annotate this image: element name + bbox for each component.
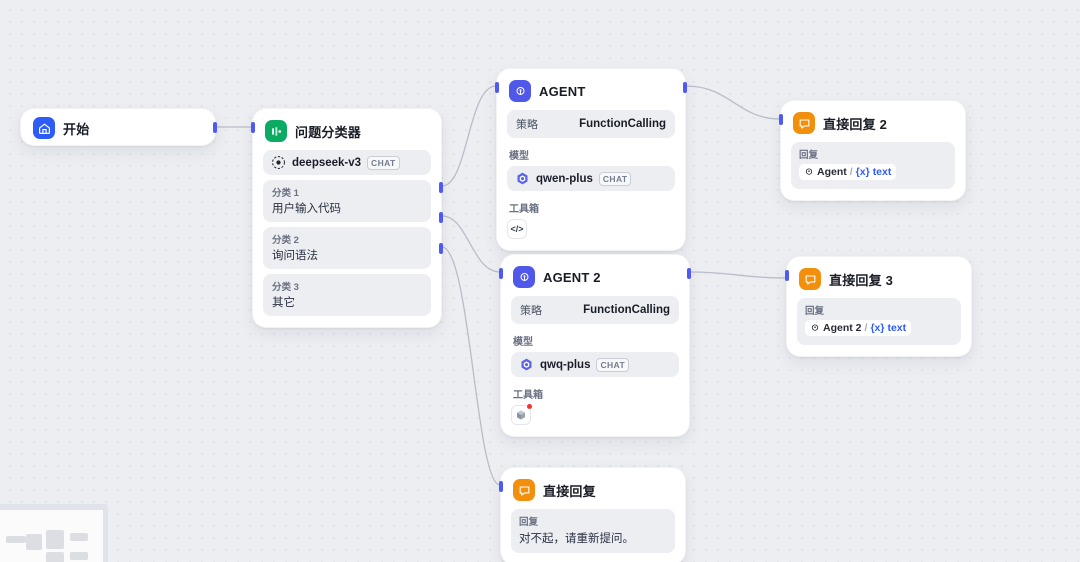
answer-3-variable-chip[interactable]: Agent 2 / {x} text (805, 320, 912, 336)
agent-2-model-name: qwq-plus (540, 358, 591, 371)
agent-1-tools-label: 工具箱 (509, 204, 539, 215)
workflow-minimap[interactable] (0, 504, 108, 562)
node-start[interactable]: 开始 (20, 108, 217, 146)
agent-1-input-handle[interactable] (495, 82, 499, 93)
cube-icon (517, 410, 525, 420)
class-1-value: 用户输入代码 (272, 203, 341, 215)
node-question-classifier[interactable]: 问题分类器 deepseek-v3 CHAT 分类 1 用户输入代码 分类 2 … (251, 108, 443, 328)
node-agent-1-title: AGENT (539, 83, 586, 99)
code-icon-glyph: </> (510, 224, 524, 234)
agent-2-strategy-value: FunctionCalling (583, 304, 670, 316)
agent-2-input-handle[interactable] (499, 268, 503, 279)
answer-2-input-handle[interactable] (779, 114, 783, 125)
answer-icon (799, 268, 821, 290)
node-answer-1-title: 直接回复 (543, 483, 596, 499)
answer-3-var-sep: / (864, 322, 868, 334)
deepseek-icon (272, 156, 285, 169)
answer-icon (513, 479, 535, 501)
agent-icon (509, 80, 531, 102)
agent-1-strategy-row[interactable]: 策略 FunctionCalling (507, 110, 675, 138)
agent-2-model-row[interactable]: qwq-plus CHAT (511, 352, 679, 377)
question-classifier-icon (265, 120, 287, 142)
node-answer-3[interactable]: 直接回复 3 回复 Agent 2 / {x} text (785, 256, 972, 357)
node-start-title: 开始 (63, 121, 90, 137)
agent-1-model-row[interactable]: qwen-plus CHAT (507, 166, 675, 191)
agent-icon (513, 266, 535, 288)
agent-1-model-name: qwen-plus (536, 172, 593, 185)
answer-1-reply-box[interactable]: 回复 对不起，请重新提问。 (511, 509, 675, 553)
node-agent-2-title: AGENT 2 (543, 269, 601, 285)
home-icon (33, 117, 55, 139)
agent-2-strategy-label: 策略 (520, 305, 542, 317)
answer-3-reply-label: 回复 (805, 306, 825, 317)
classifier-model-badge: CHAT (367, 155, 400, 170)
minimap-node (26, 534, 42, 550)
classifier-class-1[interactable]: 分类 1 用户输入代码 (263, 180, 431, 222)
answer-1-reply-label: 回复 (519, 517, 539, 528)
minimap-node (70, 533, 88, 541)
answer-2-var-sep: / (849, 166, 853, 178)
tool-notification-badge (526, 403, 533, 410)
classifier-class-3[interactable]: 分类 3 其它 (263, 274, 431, 316)
node-classifier-title: 问题分类器 (295, 124, 362, 140)
agent-1-model-label: 模型 (509, 151, 529, 162)
qwen-icon (521, 358, 532, 371)
answer-2-reply-box[interactable]: 回复 Agent / {x} text (791, 142, 955, 189)
class-2-value: 询问语法 (272, 250, 318, 262)
classifier-class-2[interactable]: 分类 2 询问语法 (263, 227, 431, 269)
node-answer-3-title: 直接回复 3 (829, 272, 894, 288)
qwen-icon (517, 172, 528, 185)
classifier-model-name: deepseek-v3 (292, 156, 362, 169)
answer-1-input-handle[interactable] (499, 481, 503, 492)
answer-3-var-source: Agent 2 (823, 322, 862, 334)
agent-2-tools-label: 工具箱 (513, 390, 543, 401)
minimap-node (46, 552, 64, 562)
start-output-handle[interactable] (213, 122, 217, 133)
node-agent-2[interactable]: AGENT 2 策略 FunctionCalling 模型 qwq-plus C… (499, 254, 691, 437)
classifier-model-row[interactable]: deepseek-v3 CHAT (263, 150, 431, 175)
node-answer-2[interactable]: 直接回复 2 回复 Agent / {x} text (779, 100, 966, 201)
agent-2-output-handle[interactable] (687, 268, 691, 279)
answer-3-input-handle[interactable] (785, 270, 789, 281)
answer-3-var-x: {x} (870, 322, 885, 334)
answer-3-reply-box[interactable]: 回复 Agent 2 / {x} text (797, 298, 961, 345)
agent-1-model-badge: CHAT (598, 171, 632, 186)
node-answer-1[interactable]: 直接回复 回复 对不起，请重新提问。 (499, 467, 686, 562)
answer-1-reply-text: 对不起，请重新提问。 (519, 533, 634, 545)
code-icon[interactable]: </> (507, 219, 527, 239)
toolbox-cube-icon[interactable] (511, 403, 533, 425)
answer-2-var-x: {x} (855, 166, 870, 178)
agent-1-strategy-label: 策略 (516, 119, 538, 131)
node-answer-2-title: 直接回复 2 (823, 116, 888, 132)
answer-2-reply-label: 回复 (799, 150, 819, 161)
agent-2-model-badge: CHAT (596, 357, 630, 372)
classifier-output-handle-1[interactable] (439, 182, 443, 193)
classifier-output-handle-2[interactable] (439, 212, 443, 223)
agent-1-output-handle[interactable] (683, 82, 687, 93)
class-2-key: 分类 2 (272, 235, 299, 246)
agent-icon (805, 168, 813, 175)
answer-icon (793, 112, 815, 134)
answer-2-variable-chip[interactable]: Agent / {x} text (799, 164, 897, 180)
answer-3-var-name: text (887, 322, 907, 334)
answer-2-var-source: Agent (817, 166, 847, 178)
minimap-node (6, 536, 26, 543)
node-agent-1[interactable]: AGENT 策略 FunctionCalling 模型 qwen-plus CH… (495, 68, 687, 251)
agent-2-model-label: 模型 (513, 337, 533, 348)
agent-icon (811, 324, 819, 331)
classifier-input-handle[interactable] (251, 122, 255, 133)
agent-2-strategy-row[interactable]: 策略 FunctionCalling (511, 296, 679, 324)
minimap-node (70, 552, 88, 560)
agent-1-strategy-value: FunctionCalling (579, 118, 666, 130)
class-1-key: 分类 1 (272, 188, 299, 199)
class-3-key: 分类 3 (272, 282, 299, 293)
class-3-value: 其它 (272, 297, 295, 309)
classifier-output-handle-3[interactable] (439, 243, 443, 254)
answer-2-var-name: text (872, 166, 892, 178)
minimap-node (46, 530, 64, 549)
